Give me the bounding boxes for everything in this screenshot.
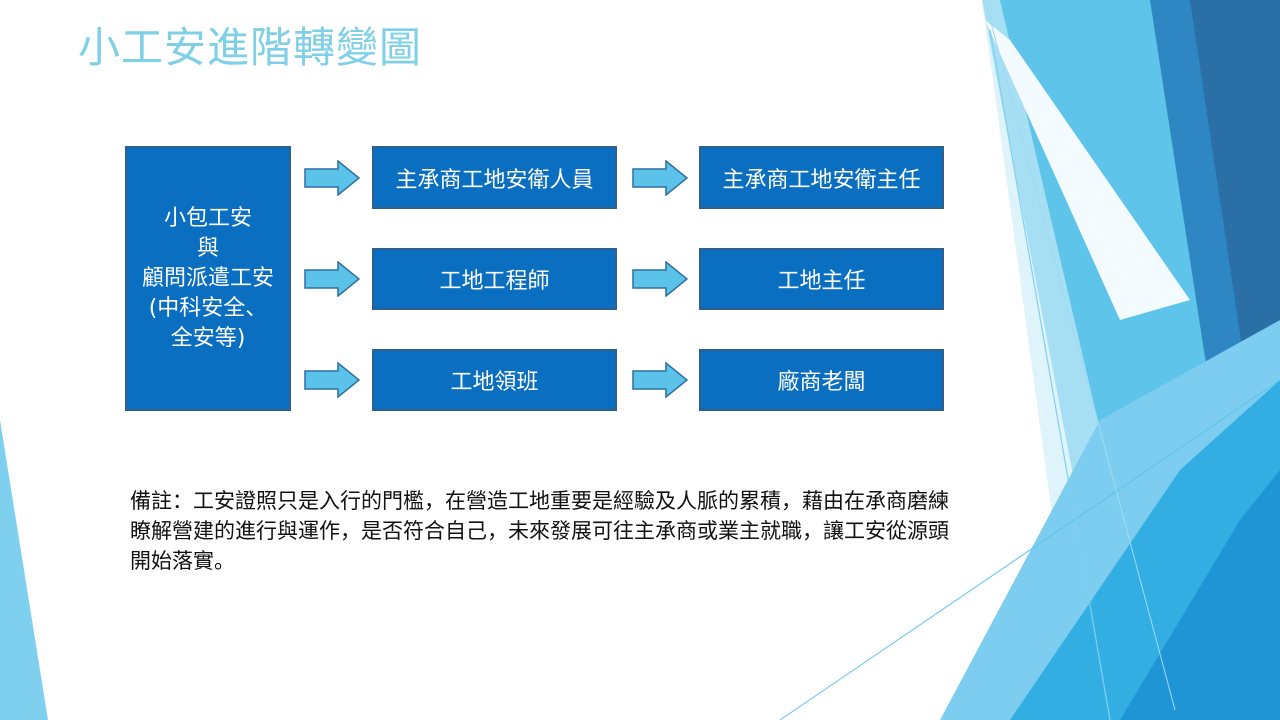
row-2-target-box: 工地主任 — [699, 248, 944, 310]
row-3-target-box: 廠商老闆 — [699, 349, 944, 411]
note-text: 備註：工安證照只是入行的門檻，在營造工地重要是經驗及人脈的累積，藉由在承商磨練瞭… — [130, 489, 949, 573]
row-3-middle-label: 工地領班 — [450, 370, 539, 395]
arrow-right-icon — [304, 261, 360, 297]
source-line-1: 小包工安 — [163, 205, 252, 231]
left-edge-shard — [0, 420, 48, 720]
arrow-right-icon — [632, 261, 688, 297]
source-line-4: (中科安全、 — [148, 295, 268, 321]
right-facet-white-sliver — [985, 20, 1190, 320]
row-2-middle-label: 工地工程師 — [439, 269, 550, 294]
row-3-target-label: 廠商老闆 — [777, 370, 866, 395]
source-line-3: 顧問派遣工安 — [141, 265, 274, 291]
diagonal-thin-line-1 — [779, 379, 1280, 720]
slide-title: 小工安進階轉變圖 — [78, 23, 423, 72]
diagonal-thin-line-2 — [989, 29, 1111, 720]
row-1-middle-box: 主承商工地安衛人員 — [372, 146, 617, 209]
arrow-right-icon — [632, 160, 688, 196]
arrow-right-icon — [304, 362, 360, 398]
source-line-5: 全安等) — [170, 325, 246, 351]
lower-facet-deep — [1120, 470, 1280, 720]
row-1-middle-label: 主承商工地安衛人員 — [395, 167, 594, 193]
row-1-target-box: 主承商工地安衛主任 — [699, 146, 944, 209]
row-1-target-label: 主承商工地安衛主任 — [722, 167, 921, 193]
diagonal-thin-line-3 — [984, 0, 1176, 711]
row-2-middle-box: 工地工程師 — [372, 248, 617, 310]
arrow-right-icon — [632, 362, 688, 398]
source-line-2: 與 — [196, 235, 219, 261]
row-3-middle-box: 工地領班 — [372, 349, 617, 411]
row-2-target-label: 工地主任 — [777, 269, 866, 294]
arrow-right-icon — [304, 160, 360, 196]
source-box: 小包工安 與 顧問派遣工安 (中科安全、 全安等) — [125, 146, 291, 411]
